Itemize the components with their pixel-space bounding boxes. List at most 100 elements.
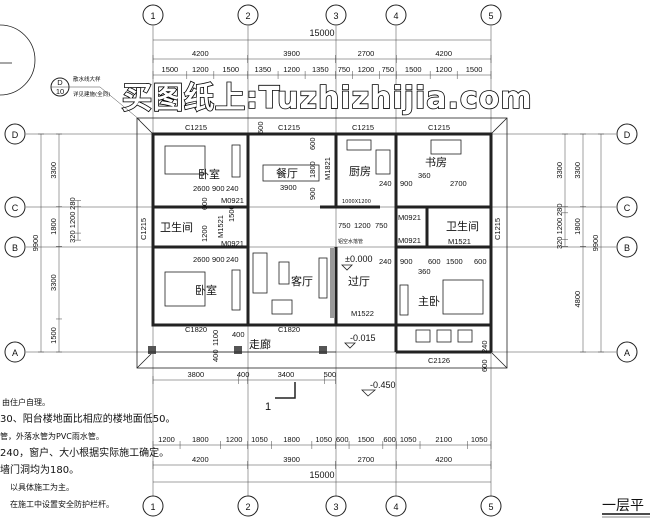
coffee-table-icon <box>278 261 290 285</box>
axis-label: 2 <box>245 11 250 21</box>
note-line: 管，外落水管为PVC雨水管。 <box>0 431 104 441</box>
axis-label: A <box>624 348 630 358</box>
elevation-ground: -0.450 <box>370 380 396 390</box>
dim-opening-top: 1350 <box>255 65 272 74</box>
axis-bubble <box>237 4 259 26</box>
dim-bay-left: 1800 <box>49 218 58 235</box>
dim-bay-right: 4800 <box>573 291 582 308</box>
dim-opening-top: 1200 <box>435 65 452 74</box>
axis-bubble <box>480 4 502 26</box>
elevation-triangle-icon <box>344 342 356 349</box>
sofa-icon <box>252 252 268 294</box>
dim-opening-bottom: 600 <box>336 435 349 444</box>
dim-bay-bottom: 4200 <box>435 455 452 464</box>
dim-opening-top: 1350 <box>312 65 329 74</box>
inner-dim: 1100 <box>211 330 220 346</box>
room-living: 客厅 <box>291 274 313 288</box>
inner-dim: 400 <box>211 349 220 362</box>
inner-dim: 600 <box>480 359 489 372</box>
inner-dim: 2700 <box>450 179 467 188</box>
window-label: C1215 <box>278 123 300 132</box>
dim-porch: 3400 <box>278 370 295 379</box>
axis-label: 3 <box>333 502 338 512</box>
dim-opening-right: 320 <box>555 237 564 250</box>
inner-dim: 1800 <box>308 161 317 178</box>
axis-bubble <box>4 196 26 218</box>
dim-opening-top: 750 <box>338 65 351 74</box>
dim-bay-right: 1800 <box>573 218 582 235</box>
detail-callout: D 10 散水线大样 详见建施(全同) <box>50 75 141 121</box>
dim-overall-left: 9900 <box>31 235 40 252</box>
room-corridor: 走廊 <box>249 337 271 351</box>
columns <box>148 346 327 354</box>
stove-icon <box>375 149 391 175</box>
room-bedroom-2: 卧室 <box>195 283 217 297</box>
bed-icon <box>164 271 206 307</box>
note-line: 由住户自理。 <box>2 397 50 407</box>
axis-label: 4 <box>393 11 398 21</box>
section-number: 1 <box>265 401 271 413</box>
dim-opening-top: 750 <box>382 65 395 74</box>
inner-dim: 2600 <box>193 255 210 264</box>
dim-porch: 400 <box>237 370 250 379</box>
inner-dim: 600 <box>308 137 317 150</box>
axis-label: A <box>12 348 18 358</box>
window-label: C1215 <box>139 218 148 240</box>
opening-labels: C1215 C1215 C1215 C1215 C1215 C1215 C182… <box>139 123 502 365</box>
room-study: 书房 <box>425 156 447 169</box>
wardrobe-icon <box>231 269 241 311</box>
inner-dim: 600 <box>428 257 441 266</box>
dim-bay-top: 4200 <box>435 49 452 58</box>
axis-label: 1 <box>150 11 155 21</box>
inner-dim: 1500 <box>227 205 236 222</box>
note-line: 在施工中设置安全防护栏杆。 <box>10 499 114 509</box>
dim-bay-left: 3300 <box>49 162 58 179</box>
chair-icon <box>457 329 473 343</box>
dim-opening-bottom: 600 <box>383 435 396 444</box>
hatched-wall <box>330 248 335 318</box>
window-label: C1820 <box>278 325 300 334</box>
axis-label: 1 <box>150 502 155 512</box>
room-bath-1: 卫生间 <box>160 220 193 234</box>
inner-dim: 2600 <box>193 184 210 193</box>
window-label: C1215 <box>352 123 374 132</box>
dim-bay-top: 4200 <box>192 49 209 58</box>
drain-note: 铝空水落管 <box>338 238 363 245</box>
inner-dim: 240 <box>226 184 239 193</box>
axis-label: 4 <box>393 502 398 512</box>
axis-bubble <box>616 196 638 218</box>
room-dining: 餐厅 <box>276 166 298 180</box>
inner-dim: 900 <box>212 255 225 264</box>
axis-bubble <box>4 341 26 363</box>
callout-text: 散水线大样 <box>73 75 101 83</box>
axis-label: 5 <box>488 11 493 21</box>
dim-opening-left: 280 <box>68 197 77 210</box>
axis-bubble <box>616 341 638 363</box>
dim-bay-top: 3900 <box>283 49 300 58</box>
axis-bubble <box>616 123 638 145</box>
inner-dim: 900 <box>400 257 413 266</box>
inner-dim: 900 <box>308 187 317 200</box>
inner-dim: 750 <box>375 221 388 230</box>
dim-bay-left: 1500 <box>49 327 58 344</box>
eave-outline <box>136 117 508 369</box>
axis-bubble <box>616 236 638 258</box>
note-line: 240，窗户、大小根据实际施工确定。 <box>0 446 169 459</box>
section-mark: 1 <box>265 382 296 413</box>
room-bedroom-1: 卧室 <box>198 167 220 181</box>
window-label: C2126 <box>428 356 450 365</box>
dim-opening-right: 3300 <box>555 162 564 179</box>
dim-opening-bottom: 1050 <box>251 435 268 444</box>
dim-opening-top: 1500 <box>405 65 422 74</box>
tv-cabinet-icon <box>318 257 328 299</box>
desk-icon <box>430 139 462 155</box>
inner-dim: 600 <box>256 121 265 134</box>
dim-opening-left: 320 <box>68 230 77 243</box>
bed-icon <box>164 145 206 175</box>
dim-opening-bottom: 1050 <box>315 435 332 444</box>
axis-bubble <box>385 495 407 517</box>
dim-opening-bottom: 1200 <box>226 435 243 444</box>
general-notes: 由住户自理。30、阳台楼地面比相应的楼地面低50。管，外落水管为PVC雨水管。2… <box>0 397 175 509</box>
inner-dim: 3900 <box>280 183 297 192</box>
